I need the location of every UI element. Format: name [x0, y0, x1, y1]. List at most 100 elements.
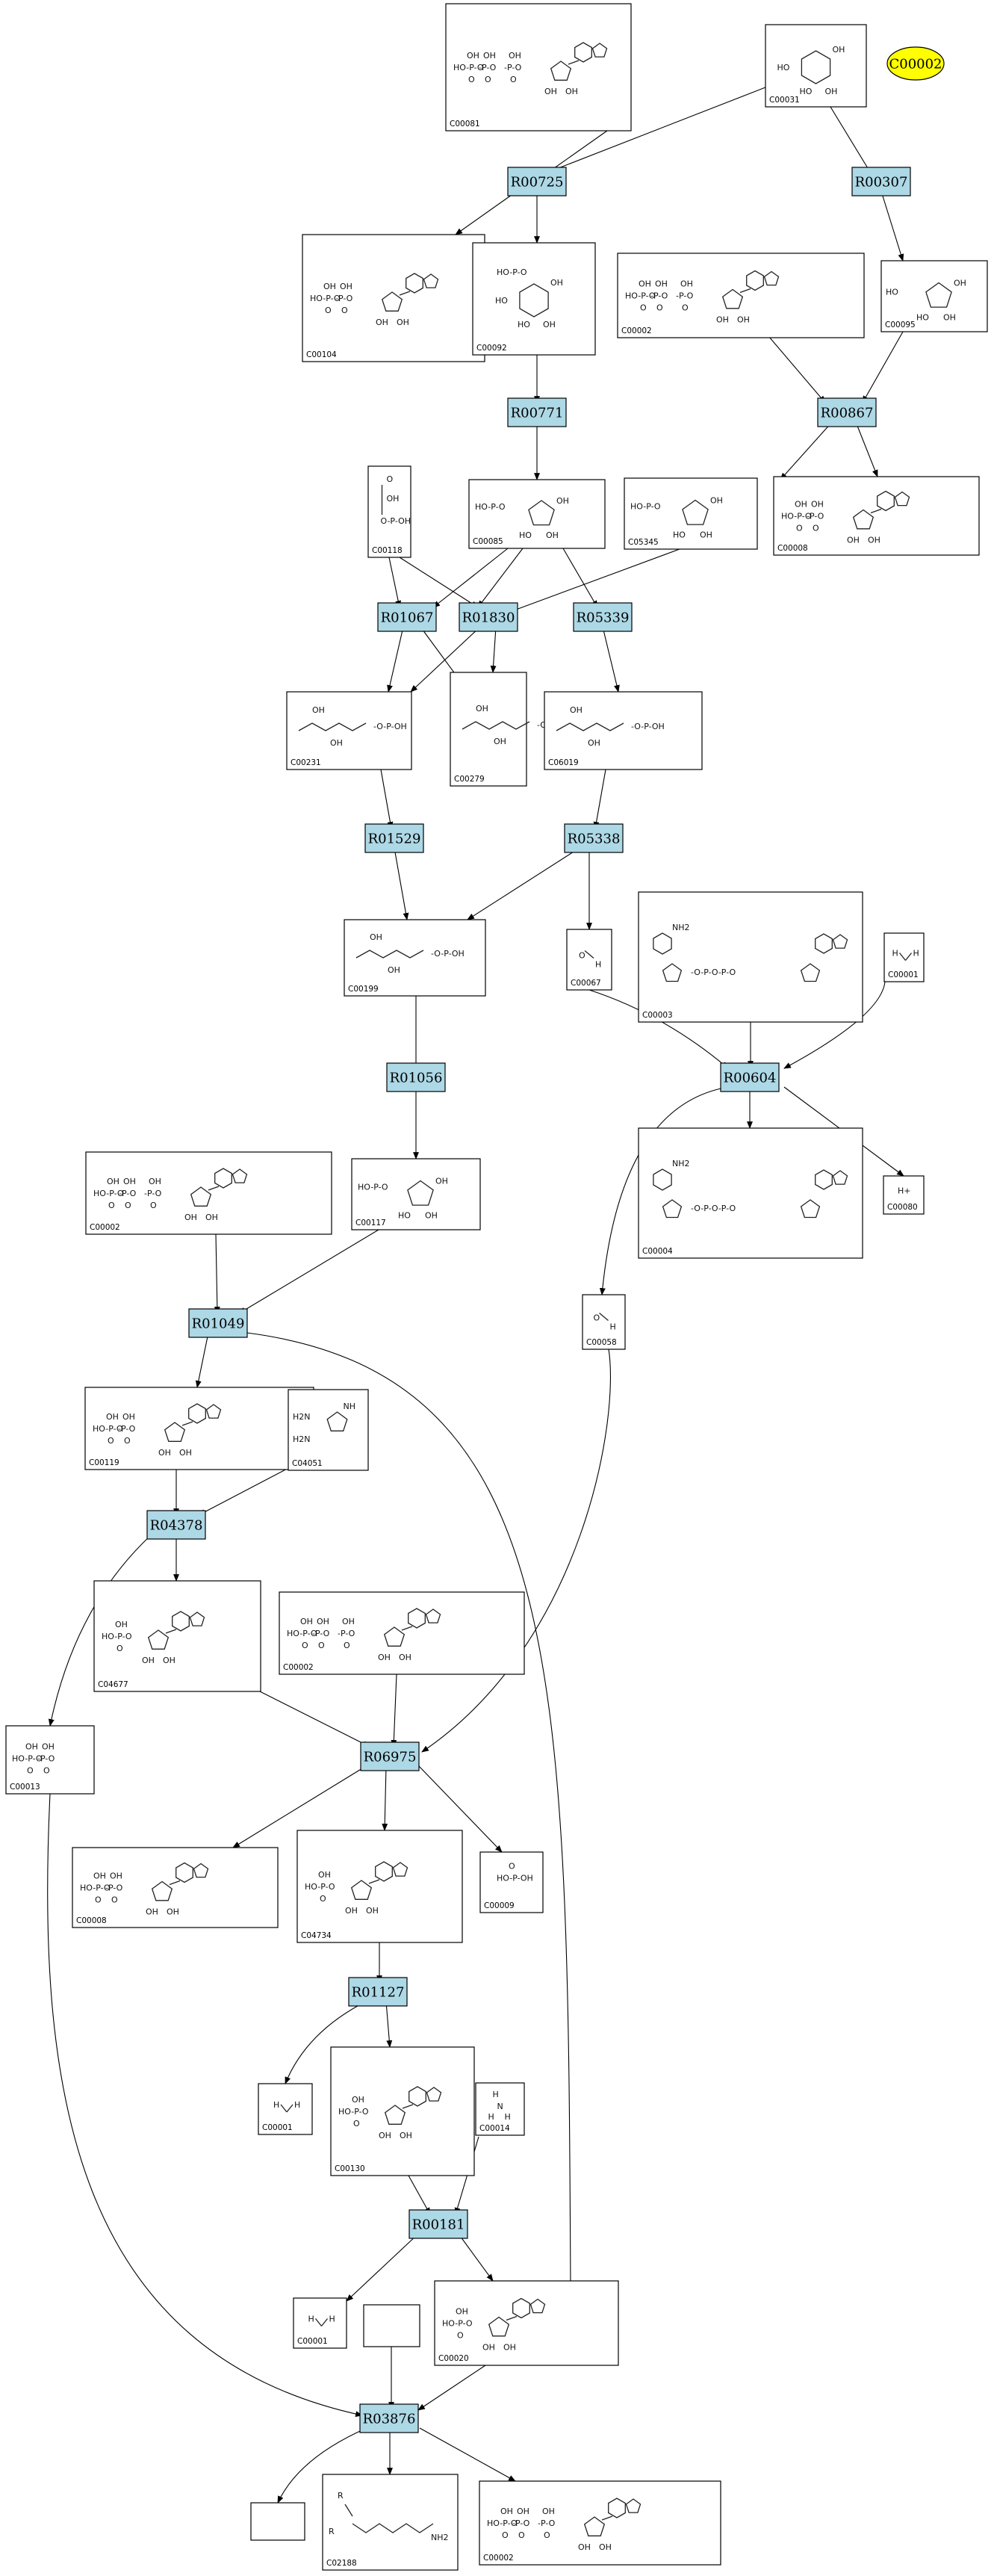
reaction-id: R01127	[352, 1985, 405, 2001]
svg-text:OH: OH	[565, 87, 578, 96]
svg-text:-P-O: -P-O	[118, 1424, 136, 1434]
svg-text:OH: OH	[943, 313, 956, 323]
svg-text:OH: OH	[494, 737, 506, 746]
compound-id: C00095	[885, 321, 916, 329]
svg-text:O: O	[95, 1895, 102, 1905]
reaction-node[interactable]: R01049	[188, 1308, 248, 1338]
svg-text:OH: OH	[833, 45, 845, 55]
reaction-node[interactable]: R05338	[564, 823, 624, 853]
svg-text:-O-P-O-P-O: -O-P-O-P-O	[691, 967, 736, 977]
reaction-edge	[47, 1793, 363, 2417]
reaction-node[interactable]: R01529	[364, 823, 424, 853]
svg-text:-O-P-OH: -O-P-OH	[373, 722, 407, 731]
highlighted-compound-marker[interactable]: C00002	[886, 46, 945, 81]
reaction-node[interactable]: R01830	[459, 602, 518, 632]
reaction-node[interactable]: R01127	[348, 1977, 408, 2007]
svg-text:HO-P-O: HO-P-O	[358, 1183, 388, 1192]
compound-id: C00119	[89, 1458, 119, 1467]
svg-text:OH: OH	[163, 1656, 175, 1665]
reaction-node[interactable]: R00725	[507, 167, 567, 196]
svg-text:OH: OH	[146, 1907, 158, 1917]
reaction-node[interactable]: R04378	[146, 1510, 206, 1540]
reaction-node[interactable]: R00604	[720, 1062, 780, 1092]
compound-node[interactable]: H+C00080	[883, 1175, 925, 1215]
reaction-edge	[548, 85, 770, 173]
reaction-node[interactable]: R00307	[851, 167, 911, 196]
compound-id: C00058	[586, 1338, 617, 1347]
svg-text:H: H	[913, 949, 919, 959]
reaction-edge	[855, 421, 878, 477]
reaction-node[interactable]: R00181	[409, 2209, 468, 2239]
reaction-box	[348, 1977, 408, 2007]
reaction-edge	[387, 626, 404, 693]
svg-text:OH: OH	[366, 1906, 379, 1916]
reaction-node[interactable]: R01056	[386, 1062, 446, 1092]
reaction-node[interactable]: R06975	[360, 1741, 420, 1771]
reaction-id: R01529	[368, 832, 421, 847]
compound-node[interactable]	[250, 2502, 305, 2541]
svg-text:O: O	[510, 75, 517, 84]
svg-text:OH: OH	[467, 51, 479, 61]
svg-text:-P-O: -P-O	[144, 1189, 162, 1198]
reaction-edge	[214, 1233, 220, 1314]
reaction-id: R00725	[511, 175, 564, 191]
svg-text:OH: OH	[599, 2542, 612, 2552]
compound-box	[472, 242, 596, 356]
compound-box	[293, 2297, 347, 2349]
reaction-node[interactable]: R01067	[377, 602, 437, 632]
svg-text:O: O	[594, 1313, 600, 1323]
reaction-edge	[458, 2233, 494, 2282]
reaction-box	[146, 1510, 206, 1540]
reaction-node[interactable]: R00867	[817, 397, 877, 427]
svg-text:H: H	[329, 2315, 335, 2324]
compound-box	[367, 465, 411, 558]
reaction-node[interactable]: R03876	[359, 2403, 419, 2433]
reaction-node[interactable]: R00771	[507, 397, 567, 427]
compound-node[interactable]	[363, 2304, 420, 2347]
compound-id: C04734	[301, 1931, 332, 1940]
svg-text:OH: OH	[542, 2507, 555, 2516]
compound-box	[544, 691, 703, 770]
reaction-node[interactable]: R05339	[573, 602, 633, 632]
svg-text:-P-O: -P-O	[504, 63, 522, 72]
svg-text:OH: OH	[425, 1211, 438, 1221]
svg-text:OH: OH	[435, 1177, 448, 1186]
